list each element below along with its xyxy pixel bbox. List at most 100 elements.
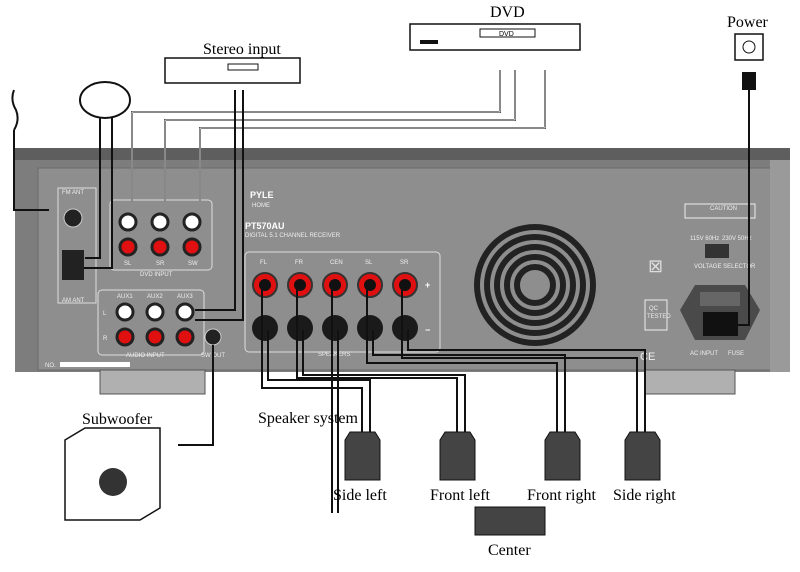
aux-jack-right[interactable] — [115, 327, 135, 347]
serial-number-plate — [60, 362, 130, 367]
fm-wire-antenna — [11, 89, 49, 211]
fan-ring — [484, 234, 586, 336]
front-left-label: Front left — [430, 487, 491, 504]
audio-input-label: AUDIO INPUT — [126, 353, 165, 359]
foot-left — [99, 369, 206, 395]
dvd-jack-red[interactable] — [182, 237, 202, 257]
dvd-input-box — [109, 199, 213, 271]
side-right-label: Side right — [613, 487, 676, 504]
aux-jack-right[interactable] — [145, 327, 165, 347]
ce-mark-icon: CE — [640, 351, 655, 363]
wall-outlet — [734, 33, 764, 61]
dvd-jack-white[interactable] — [118, 212, 138, 232]
speaker-terminal-minus[interactable] — [357, 315, 383, 341]
side-left-label: Side left — [333, 487, 387, 504]
dvd-power-button — [420, 40, 438, 44]
antennas — [11, 81, 131, 211]
ac-input-label: AC INPUT — [690, 351, 718, 357]
aux-label: AUX3 — [177, 294, 193, 300]
dvd-input-label: DVD INPUT — [140, 272, 173, 278]
center-cable — [331, 288, 339, 513]
fan-ring — [494, 244, 576, 326]
dvd-jack-white[interactable] — [182, 212, 202, 232]
terminal-center — [364, 279, 376, 291]
audio-input-box — [97, 289, 205, 356]
terminal-center — [399, 279, 411, 291]
fuse-holder[interactable] — [700, 292, 740, 306]
stereo-device — [164, 57, 301, 84]
dvd-jack-red[interactable] — [118, 237, 138, 257]
fm-antenna-jack[interactable] — [63, 208, 83, 228]
fm-ant-label: FM ANT — [62, 190, 84, 196]
fan-ring — [504, 254, 566, 316]
qc-label: QC — [649, 306, 659, 312]
aux-jack-left[interactable] — [115, 302, 135, 322]
chassis-side — [770, 160, 790, 372]
aux-jack-left[interactable] — [145, 302, 165, 322]
power-cable — [729, 90, 750, 326]
speaker-cabinet — [544, 431, 581, 481]
aux-label: AUX1 — [117, 294, 133, 300]
caution-label-box — [684, 203, 756, 219]
diagram-labels: DVD Stereo input Power Subwoofer Speaker… — [82, 4, 769, 559]
speaker-channel-label: SL — [365, 260, 373, 266]
voltage-selector-switch[interactable] — [705, 244, 729, 258]
subwoofer-label: Subwoofer — [82, 411, 153, 428]
front-right-label: Front right — [527, 487, 596, 504]
aux-jack-right[interactable] — [175, 327, 195, 347]
sw-out-jack[interactable] — [204, 328, 222, 346]
voltage-selector-label: VOLTAGE SELECTOR — [694, 264, 756, 270]
front-right-cable — [366, 288, 566, 433]
fan-ring — [514, 264, 556, 306]
weee-icon: ⊠ — [648, 256, 663, 276]
subwoofer-driver — [99, 468, 127, 496]
front-left-cable — [296, 288, 466, 433]
speaker-terminal-minus[interactable] — [252, 315, 278, 341]
dvd-player: DVD — [409, 23, 581, 51]
antenna-section: FM ANT AM ANT — [57, 187, 97, 304]
power-section: CAUTION 115V 60Hz 230V 50Hz VOLTAGE SELE… — [640, 203, 760, 363]
plus-label: + — [425, 280, 430, 290]
speaker-channel-label: SR — [400, 260, 409, 266]
dvd-jack-label: SW — [188, 261, 198, 267]
am-antenna-terminal[interactable] — [62, 250, 84, 280]
voltage-230: 230V 50Hz — [722, 236, 752, 242]
fan-ring — [474, 224, 596, 346]
voltage-115: 115V 60Hz — [690, 236, 719, 242]
model-description: DIGITAL 5.1 CHANNEL RECEIVER — [245, 233, 341, 239]
center-label: Center — [488, 542, 531, 559]
am-loop-antenna — [79, 81, 131, 119]
speaker-terminal-minus[interactable] — [392, 315, 418, 341]
speaker-terminal-minus[interactable] — [322, 315, 348, 341]
aux-jack-left[interactable] — [175, 302, 195, 322]
caution-text: CAUTION — [710, 206, 737, 212]
dvd-label: DVD — [490, 4, 525, 21]
dvd-tray — [479, 28, 536, 38]
speaker-channel-label: CEN — [330, 260, 343, 266]
dvd-jack-label: SR — [156, 261, 165, 267]
dvd-jack-white[interactable] — [150, 212, 170, 232]
speakers-label: SPEAKERS — [318, 352, 350, 358]
foot-right — [644, 369, 736, 395]
terminal-center — [259, 279, 271, 291]
stereo-display — [227, 63, 259, 71]
stereo-device-body — [164, 57, 301, 84]
l-label: L — [103, 311, 107, 317]
speaker-terminal-minus[interactable] — [287, 315, 313, 341]
brand-logo: PYLE — [250, 190, 274, 200]
dvd-jack-red[interactable] — [150, 237, 170, 257]
minus-label: − — [425, 325, 430, 335]
side-left-cable — [261, 288, 371, 433]
model-name: PT570AU — [245, 221, 285, 231]
brand-block: PYLE HOME PT570AU DIGITAL 5.1 CHANNEL RE… — [245, 190, 341, 239]
speaker-channel-label: FR — [295, 260, 304, 266]
antenna-box — [57, 187, 97, 304]
speakers-box — [244, 251, 441, 353]
dvd-display: DVD — [499, 31, 514, 38]
brand-sub: HOME — [252, 203, 270, 209]
cables — [84, 70, 750, 513]
chassis-top — [15, 148, 790, 162]
